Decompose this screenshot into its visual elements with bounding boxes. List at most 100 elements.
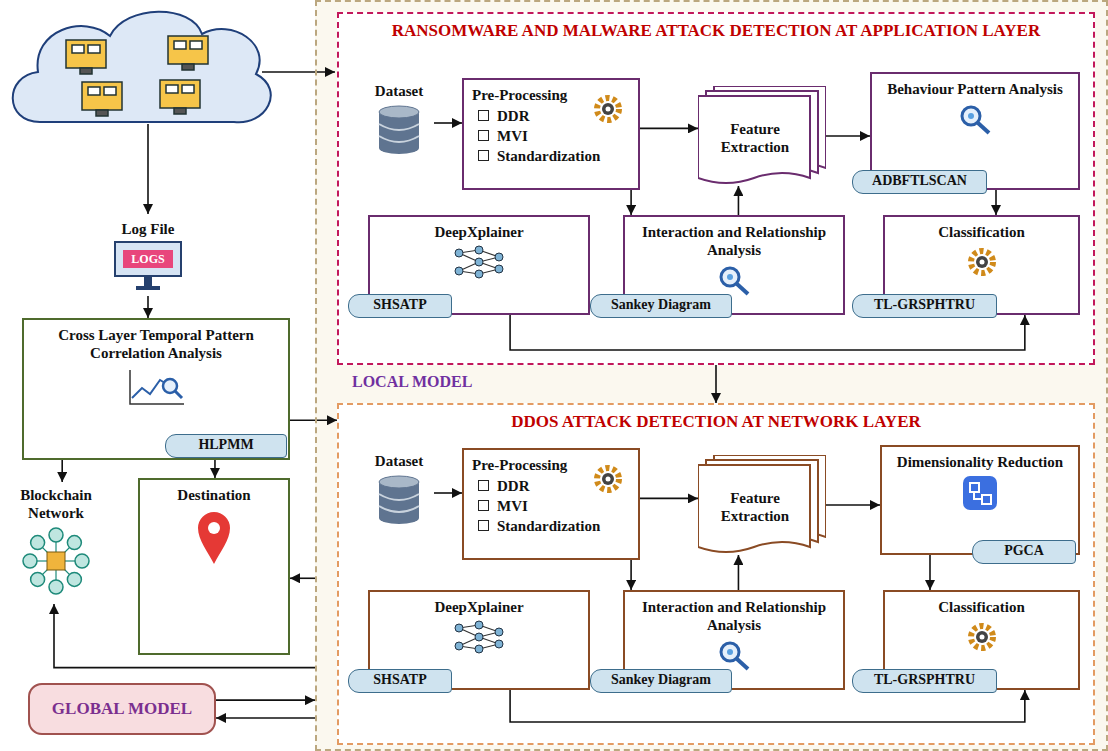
document-stack: Feature Extraction	[698, 86, 826, 186]
graphic-part	[597, 98, 619, 120]
graphic-part	[727, 649, 733, 655]
box-heading: Pre-Processing	[472, 456, 567, 474]
graphic-part	[66, 40, 106, 68]
flow-arrow	[738, 186, 740, 215]
graphic-part	[475, 246, 483, 254]
graphic-part	[979, 635, 984, 640]
box-fill	[138, 478, 290, 655]
box-fill	[462, 448, 640, 560]
process-box: Pre-ProcessingDDRMVIStandardization	[462, 448, 640, 560]
graphic-part	[737, 284, 748, 294]
box-heading: Cross Layer Temporal Pattern Correlation…	[32, 326, 280, 362]
graphic-part	[475, 645, 483, 653]
box-heading: Classification	[938, 223, 1025, 241]
graphic-part	[475, 633, 483, 641]
graphic-part	[974, 492, 982, 499]
mag-icon	[712, 638, 756, 672]
gear-icon	[960, 620, 1004, 654]
process-box: Interaction and Relationship AnalysisSan…	[623, 590, 845, 690]
graphic-part	[968, 113, 974, 119]
graphic-part	[970, 483, 979, 492]
flow-arrow	[738, 555, 740, 590]
graphic-part	[182, 85, 194, 93]
method-tab: SHSATP	[348, 669, 452, 693]
flow-arrow	[715, 365, 717, 403]
graphic-part	[49, 580, 63, 594]
graphic-part	[475, 258, 483, 266]
graphic-part	[175, 391, 182, 398]
graphic-part	[597, 468, 619, 490]
chart-icon	[124, 366, 188, 408]
box-heading: Feature Extraction	[702, 120, 808, 156]
graphic-part	[88, 45, 100, 53]
method-tab: Sankey Diagram	[590, 669, 732, 693]
process-box: DeepXplainerSHSATP	[368, 590, 590, 690]
graphic-part	[67, 536, 81, 550]
graphic-part	[475, 270, 483, 278]
graphic-part	[602, 473, 614, 485]
box-heading: DeepXplainer	[434, 223, 523, 241]
box-heading: Behaviour Pattern Analysis	[887, 80, 1063, 98]
graphic-part	[379, 494, 419, 500]
cloud-shape	[13, 12, 271, 123]
graphic-part	[190, 41, 202, 49]
graphic-part	[962, 107, 980, 125]
flow-arrow	[147, 296, 149, 318]
graphic-part	[379, 512, 419, 524]
graphic-part	[455, 249, 463, 257]
graphic-part	[606, 477, 611, 482]
list-item: Standardization	[472, 516, 600, 536]
list-item: DDR	[472, 476, 530, 496]
graphic-part	[602, 103, 614, 115]
box-fill	[462, 78, 640, 190]
process-box: ClassificationTL-GRSPHTRU	[883, 590, 1080, 690]
box-heading: Classification	[938, 598, 1025, 616]
dim-icon	[962, 475, 998, 511]
gear-icon	[586, 462, 630, 496]
flow-arrow	[826, 504, 880, 506]
document-stack: Feature Extraction	[698, 455, 826, 555]
graphic-part	[721, 268, 739, 286]
process-box: ClassificationTL-GRSPHTRU	[883, 215, 1080, 315]
flow-arrow	[290, 419, 337, 421]
process-box: Pre-ProcessingDDRMVIStandardization	[462, 78, 640, 190]
layer-panel: Dataset Pre-ProcessingDDRMVIStandardizati…	[337, 12, 1095, 365]
graphic-part	[737, 659, 748, 669]
graphic-part	[31, 536, 45, 550]
method-tab: SHSATP	[348, 294, 452, 318]
process-box: Interaction and Relationship AnalysisSan…	[623, 215, 845, 315]
method-tab: Sankey Diagram	[590, 294, 732, 318]
dataset-node: Dataset	[364, 448, 434, 538]
graphic-part	[495, 628, 503, 636]
graphic-part	[379, 506, 419, 512]
chain-icon	[21, 526, 91, 596]
brain-icon	[451, 620, 507, 654]
graphic-part	[379, 136, 419, 142]
box-heading: Dimensionality Reduction	[897, 453, 1063, 471]
graphic-part	[495, 253, 503, 261]
process-box: Dimensionality ReductionPGCA	[880, 445, 1080, 555]
graphic-part	[379, 142, 419, 154]
dataset-node: Dataset	[364, 78, 434, 168]
graphic-part	[455, 267, 463, 275]
stand-icon	[128, 276, 168, 294]
graphic-part	[963, 476, 997, 510]
graphic-part	[979, 260, 984, 265]
graphic-part	[698, 96, 810, 183]
brain-icon	[451, 245, 507, 279]
graphic-part	[49, 528, 63, 542]
graphic-part	[727, 274, 733, 280]
panel-title: RANSOMWARE AND MALWARE ATTACK DETECTION …	[371, 20, 1061, 41]
list-item: DDR	[472, 106, 530, 126]
graphic-part	[168, 36, 208, 64]
graphic-part	[82, 82, 122, 110]
box-heading: Interaction and Relationship Analysis	[633, 223, 835, 259]
graphic-part	[72, 45, 84, 53]
mag-icon	[712, 263, 756, 297]
blockchain-node: Blockchain Network	[6, 482, 106, 604]
graphic-part	[88, 87, 100, 95]
analysis-box: Cross Layer Temporal Pattern Correlation…	[22, 318, 290, 460]
flow-arrow	[434, 122, 462, 124]
graphic-part	[80, 68, 92, 74]
